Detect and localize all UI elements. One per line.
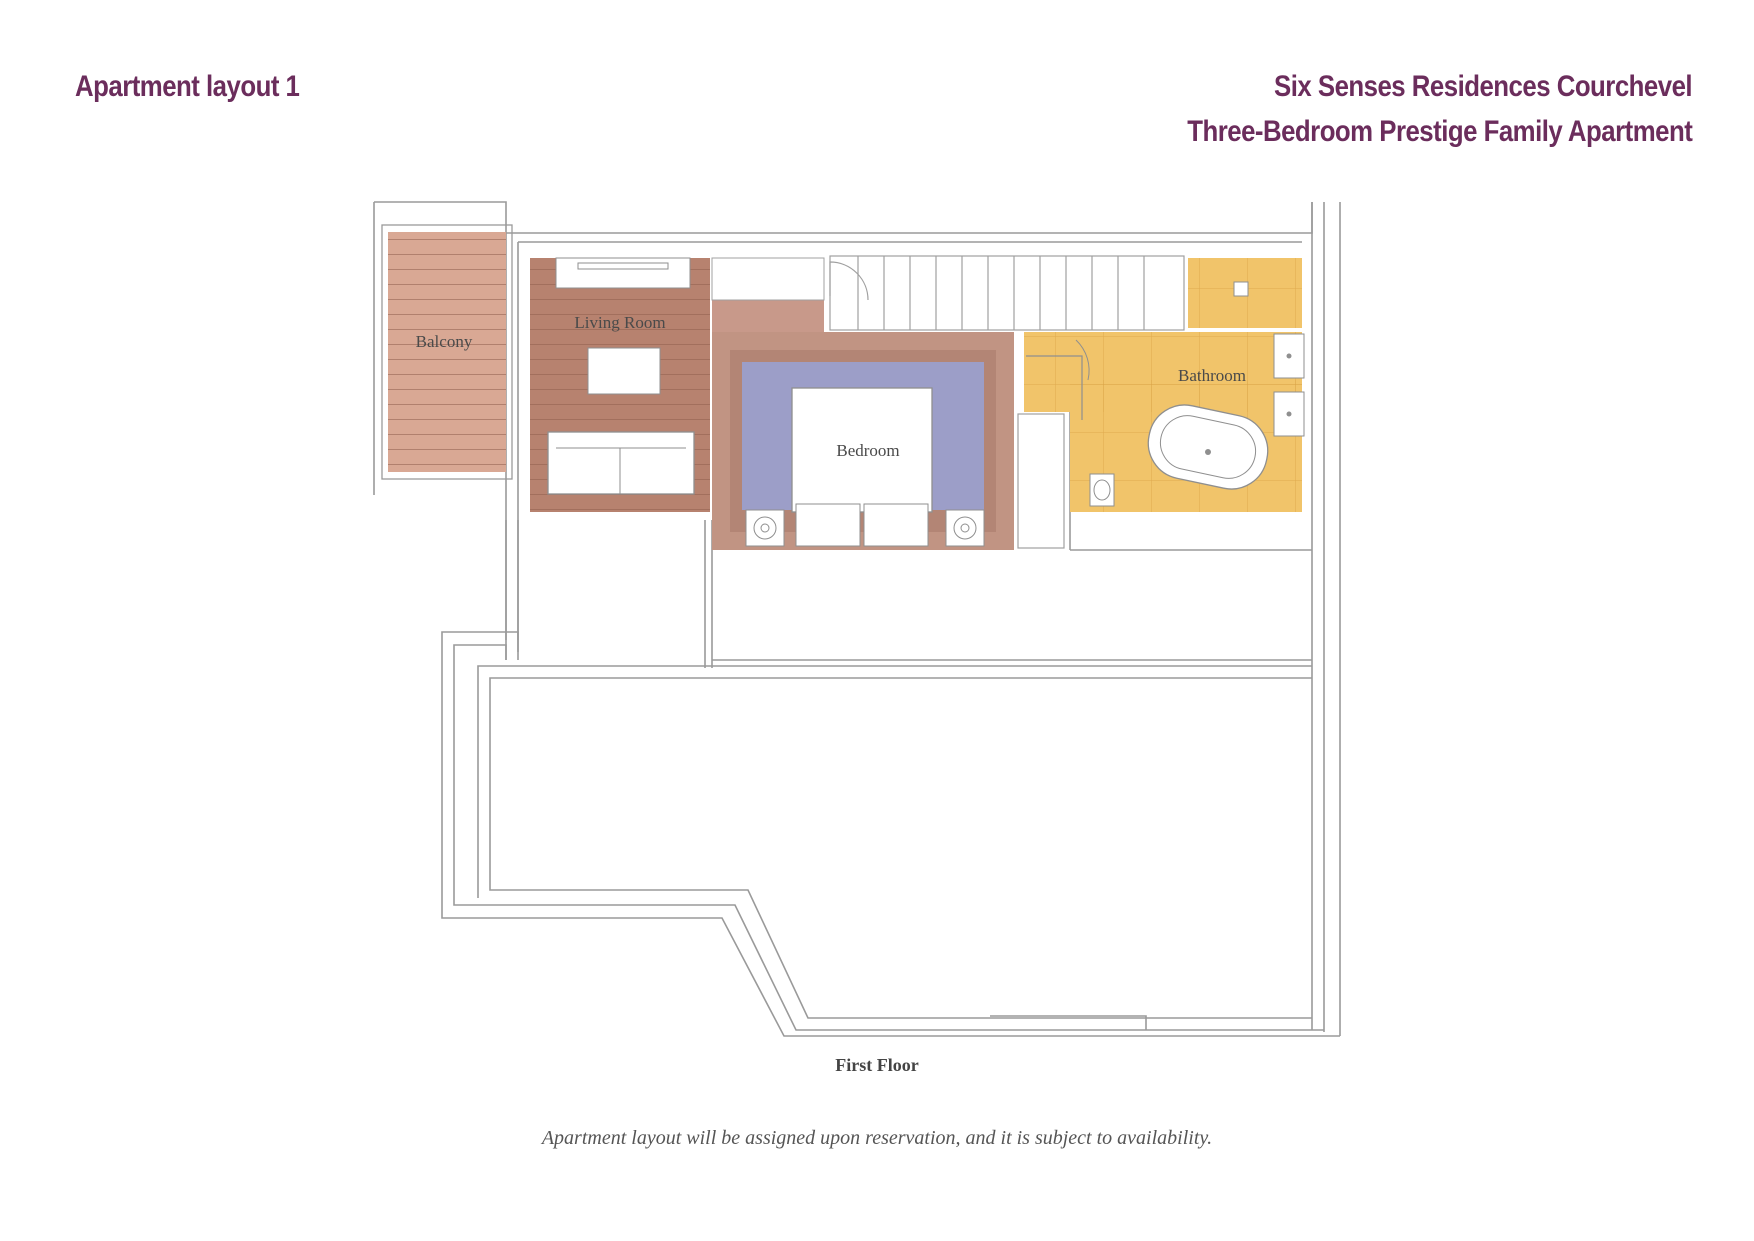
staircase: [829, 255, 1185, 331]
project-title: Six Senses Residences Courchevel: [1273, 70, 1693, 103]
bedroom-label: Bedroom: [836, 441, 899, 460]
sofa-icon: [547, 431, 695, 495]
bathroom-label: Bathroom: [1178, 366, 1246, 385]
disclaimer-text: Apartment layout will be assigned upon r…: [541, 1127, 1213, 1149]
sink-icon: [1273, 333, 1305, 437]
bathroom-area: Bathroom: [1024, 258, 1305, 512]
apartment-type-title: Three-Bedroom Prestige Family Apartment: [1186, 115, 1693, 148]
bedroom-area: Bedroom: [712, 332, 1014, 550]
living-room-area: Living Room: [530, 257, 710, 512]
closet: [1017, 413, 1065, 549]
outer-walls: [373, 201, 1341, 1037]
balcony-label: Balcony: [416, 332, 473, 351]
lamp-icon: [945, 509, 985, 547]
bed-icon: [791, 387, 933, 547]
bathtub-icon: [1147, 404, 1269, 490]
floor-caption: First Floor: [835, 1055, 919, 1075]
toilet-icon: [1089, 473, 1115, 507]
layout-title: Apartment layout 1: [75, 70, 300, 103]
corridor: [711, 257, 869, 332]
balcony-area: Balcony: [381, 224, 513, 480]
living-room-label: Living Room: [574, 313, 665, 332]
lamp-icon: [745, 509, 785, 547]
